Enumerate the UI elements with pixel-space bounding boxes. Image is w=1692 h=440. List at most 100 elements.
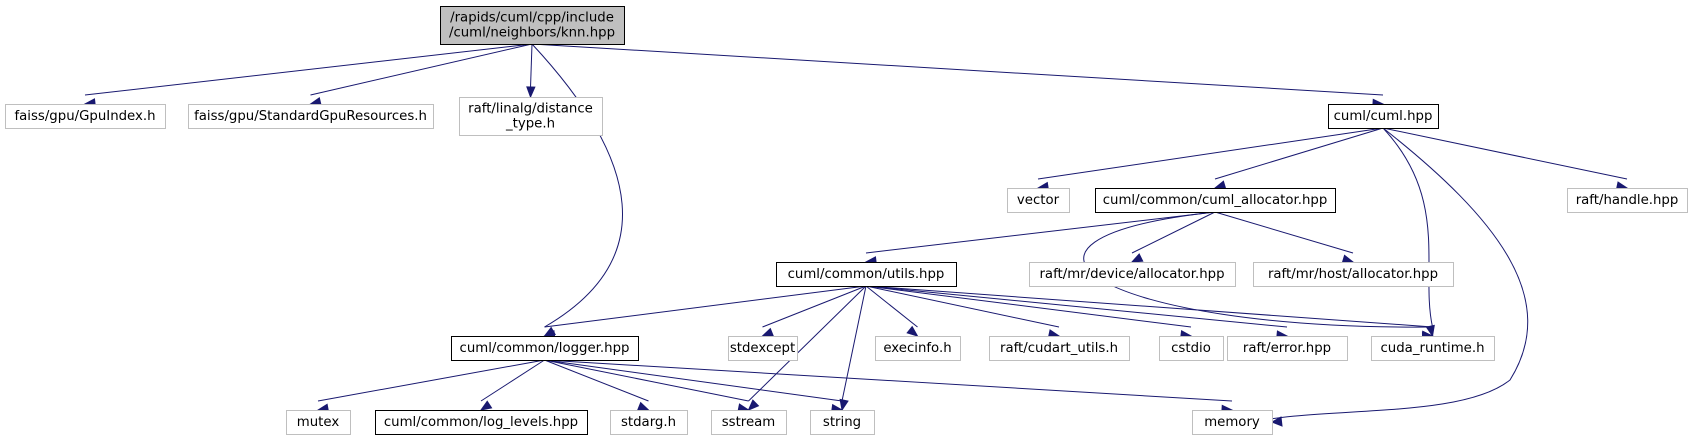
edge-knn-to-cumlhpp — [531, 43, 1384, 96]
node-stdarg: stdarg.h — [610, 410, 688, 435]
node-box-error — [1227, 336, 1348, 361]
node-label-distance-1: _type.h — [505, 117, 555, 132]
edge-allocator-to-utils — [865, 211, 1216, 254]
arrowhead-utils-to-sstream — [747, 399, 760, 411]
node-handle: raft/handle.hpp — [1567, 188, 1688, 213]
node-box-cudaruntime — [1371, 336, 1495, 361]
node-box-hostalloc — [1253, 262, 1454, 287]
node-label-cstdio-0: cstdio — [1171, 341, 1211, 356]
node-gpuindex: faiss/gpu/GpuIndex.h — [5, 104, 166, 129]
arrowhead-cumlhpp-to-allocator — [1213, 180, 1227, 190]
node-box-logger — [451, 336, 639, 361]
node-mutex: mutex — [286, 410, 351, 435]
node-distance: raft/linalg/distance_type.h — [459, 97, 603, 136]
node-cudart: raft/cudart_utils.h — [989, 336, 1130, 361]
node-label-sstream-0: sstream — [722, 415, 776, 430]
node-loglevels[interactable]: cuml/common/log_levels.hpp — [375, 410, 588, 435]
node-label-allocator-0: cuml/common/cuml_allocator.hpp — [1103, 193, 1328, 208]
node-label-memory-0: memory — [1204, 415, 1260, 430]
node-box-gpuindex — [5, 104, 166, 129]
node-sstream: sstream — [711, 410, 787, 435]
node-label-error-0: raft/error.hpp — [1243, 341, 1331, 356]
node-logger[interactable]: cuml/common/logger.hpp — [451, 336, 639, 361]
arrowhead-utils-to-execinfo — [906, 325, 919, 337]
edge-allocator-to-devalloc — [1131, 211, 1216, 254]
node-box-loglevels — [375, 410, 588, 435]
edge-allocator-to-hostalloc — [1214, 211, 1354, 254]
node-hostalloc: raft/mr/host/allocator.hpp — [1253, 262, 1454, 287]
node-label-knn-1: /cuml/neighbors/knn.hpp — [449, 26, 615, 41]
node-cstdio: cstdio — [1159, 336, 1224, 361]
edge-cumlhpp-to-cudaruntime — [1382, 127, 1433, 328]
node-allocator[interactable]: cuml/common/cuml_allocator.hpp — [1095, 188, 1336, 213]
node-box-vector — [1007, 188, 1070, 213]
edge-logger-to-stdarg — [544, 359, 649, 402]
arrowhead-logger-to-loglevels — [479, 400, 493, 411]
node-vector: vector — [1007, 188, 1070, 213]
node-box-mutex — [286, 410, 351, 435]
node-box-stdarg — [610, 410, 688, 435]
node-label-execinfo-0: execinfo.h — [883, 341, 951, 356]
node-label-stdarg-0: stdarg.h — [621, 415, 676, 430]
node-box-sstream — [711, 410, 787, 435]
node-stdgpures: faiss/gpu/StandardGpuResources.h — [188, 104, 434, 129]
arrowhead-logger-to-stdarg — [636, 401, 650, 411]
node-label-knn-0: /rapids/cuml/cpp/include — [450, 11, 614, 26]
edge-utils-to-sstream — [748, 285, 867, 402]
arrowhead-utils-to-string — [839, 398, 849, 412]
arrowhead-allocator-to-devalloc — [1130, 253, 1144, 263]
edge-logger-to-string — [544, 359, 843, 402]
arrowhead-knn-to-distance — [526, 86, 536, 99]
edge-cumlhpp-to-handle — [1382, 127, 1628, 180]
node-label-handle-0: raft/handle.hpp — [1576, 193, 1679, 208]
node-box-handle — [1567, 188, 1688, 213]
node-box-knn — [440, 6, 625, 45]
node-box-stdgpures — [188, 104, 434, 129]
arrowhead-utils-to-stdexcept — [761, 327, 775, 337]
edge-knn-to-stdgpures — [310, 43, 533, 96]
edge-utils-to-cudart — [865, 285, 1060, 328]
node-utils[interactable]: cuml/common/utils.hpp — [776, 262, 957, 287]
edges-layer — [83, 43, 1629, 427]
node-box-allocator — [1095, 188, 1336, 213]
node-devalloc: raft/mr/device/allocator.hpp — [1029, 262, 1236, 287]
node-knn[interactable]: /rapids/cuml/cpp/include/cuml/neighbors/… — [440, 6, 625, 45]
edge-cumlhpp-to-memory — [1243, 127, 1529, 425]
node-box-memory — [1192, 410, 1273, 435]
edge-utils-to-cstdio — [865, 285, 1192, 328]
node-label-string-0: string — [823, 415, 861, 430]
node-execinfo: execinfo.h — [875, 336, 961, 361]
node-cumlhpp[interactable]: cuml/cuml.hpp — [1328, 104, 1439, 129]
node-label-devalloc-0: raft/mr/device/allocator.hpp — [1039, 267, 1224, 282]
node-label-cudart-0: raft/cudart_utils.h — [1000, 341, 1118, 356]
node-label-stdgpures-0: faiss/gpu/StandardGpuResources.h — [194, 109, 427, 124]
node-string: string — [810, 410, 875, 435]
node-label-loglevels-0: cuml/common/log_levels.hpp — [384, 415, 578, 430]
node-label-cumlhpp-0: cuml/cuml.hpp — [1334, 109, 1433, 124]
node-label-gpuindex-0: faiss/gpu/GpuIndex.h — [14, 109, 155, 124]
edge-logger-to-memory — [544, 359, 1233, 402]
arrowhead-cumlhpp-to-cudaruntime — [1425, 324, 1435, 338]
edge-cumlhpp-to-vector — [1037, 127, 1384, 180]
edge-logger-to-sstream — [544, 359, 749, 402]
arrowhead-allocator-to-hostalloc — [1341, 254, 1355, 264]
node-error: raft/error.hpp — [1227, 336, 1348, 361]
edge-cumlhpp-to-allocator — [1214, 127, 1384, 180]
node-label-stdexcept-0: stdexcept — [730, 341, 795, 356]
node-label-hostalloc-0: raft/mr/host/allocator.hpp — [1268, 267, 1438, 282]
node-box-devalloc — [1029, 262, 1236, 287]
node-box-string — [810, 410, 875, 435]
node-box-cudart — [989, 336, 1130, 361]
node-cudaruntime: cuda_runtime.h — [1371, 336, 1495, 361]
node-memory: memory — [1192, 410, 1273, 435]
node-box-execinfo — [875, 336, 961, 361]
node-stdexcept: stdexcept — [728, 336, 798, 361]
arrowhead-cumlhpp-to-memory — [1270, 416, 1283, 427]
node-label-mutex-0: mutex — [297, 415, 340, 430]
edge-knn-to-gpuindex — [84, 43, 533, 96]
nodes-layer: /rapids/cuml/cpp/include/cuml/neighbors/… — [5, 6, 1688, 435]
edge-logger-to-loglevels — [480, 359, 545, 402]
edge-utils-to-string — [841, 285, 867, 402]
node-label-logger-0: cuml/common/logger.hpp — [460, 341, 630, 356]
